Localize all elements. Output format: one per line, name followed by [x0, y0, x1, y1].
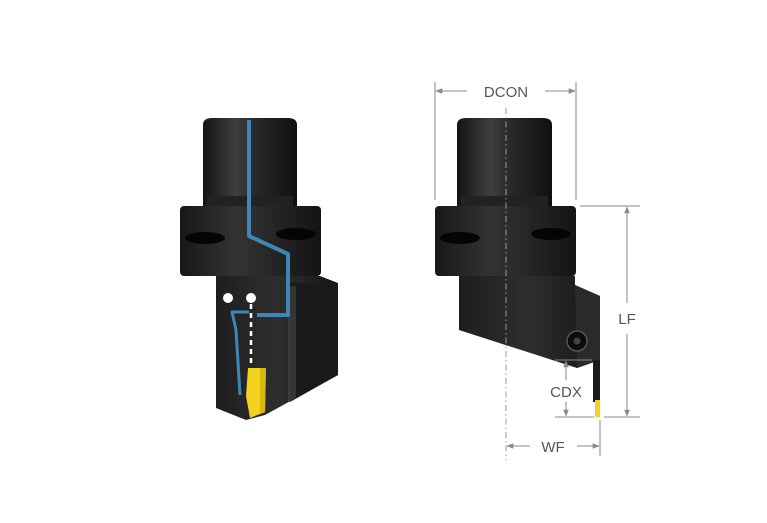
left-insert-shade [260, 368, 266, 414]
left-view [180, 118, 338, 420]
right-insert [595, 400, 600, 417]
right-side-body [459, 276, 600, 368]
wf-label: WF [541, 439, 564, 456]
left-coolant-channel-2 [230, 310, 249, 396]
left-coolant-hole-1 [223, 293, 233, 303]
dcon-label: DCON [484, 84, 528, 101]
cdx-label: CDX [550, 384, 582, 401]
right-view [435, 108, 600, 460]
left-coolant-hole-2 [246, 293, 256, 303]
right-flange [435, 206, 576, 276]
left-flange-slot-left [185, 232, 225, 244]
left-flange [180, 206, 321, 276]
left-coolant-channel [247, 120, 290, 317]
dimensions [434, 82, 640, 456]
right-blade-face [575, 285, 600, 368]
left-flange-slot-right [276, 228, 316, 240]
left-blade-face [290, 283, 338, 402]
right-flange-slot-left [440, 232, 480, 244]
right-thin-blade [593, 360, 600, 402]
right-shank-ring [461, 196, 548, 206]
right-shank [457, 118, 552, 206]
right-clamp-screw-center [573, 337, 581, 345]
right-flange-slot-right [531, 228, 571, 240]
lf-label: LF [618, 311, 636, 328]
